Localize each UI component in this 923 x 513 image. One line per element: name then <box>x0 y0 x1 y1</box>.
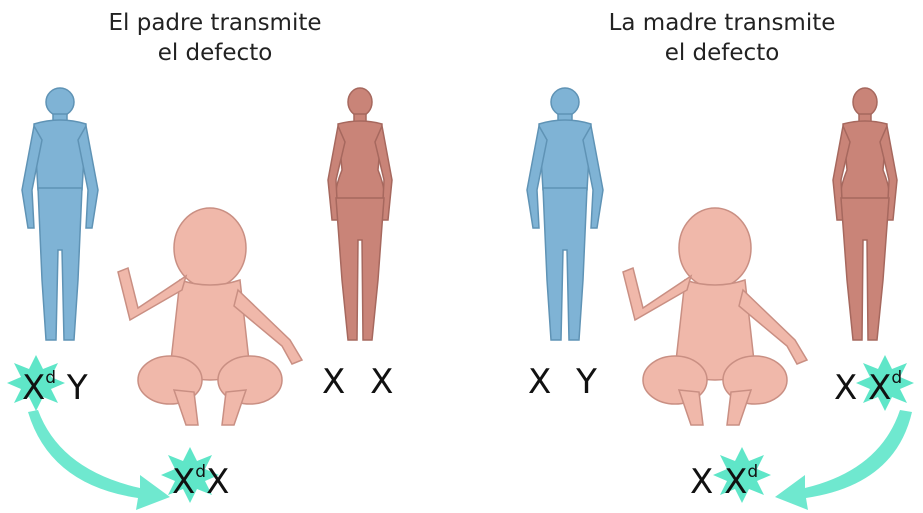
chromosome-y: Y <box>67 369 88 407</box>
chromosome-x: X <box>172 463 195 501</box>
father-chromosomes: Xd Y <box>22 363 88 407</box>
panel-mother-transmits: La madre transmite el defecto X Y X Xd X… <box>462 0 923 513</box>
chromosome-x: X <box>690 463 713 501</box>
defect-marker: d <box>45 368 56 388</box>
chromosome-x: X <box>322 363 345 401</box>
defect-marker: d <box>747 462 758 482</box>
chromosome-y: Y <box>576 363 597 401</box>
mother-chromosomes: X Xd <box>834 363 902 407</box>
chromosome-x: X <box>528 363 551 401</box>
defect-marker: d <box>195 462 206 482</box>
child-chromosomes: X Xd <box>690 457 758 501</box>
child-chromosomes: XdX <box>172 457 229 501</box>
panel-title-line2: el defecto <box>592 38 852 68</box>
panel-title-line1: El padre transmite <box>85 8 345 38</box>
chromosome-x: X <box>370 363 393 401</box>
panel-father-transmits: El padre transmite el defecto Xd Y X X X… <box>0 0 461 513</box>
chromosome-x: X <box>724 463 747 501</box>
father-chromosomes: X Y <box>528 363 597 401</box>
panel-title: El padre transmite el defecto <box>85 8 345 68</box>
chromosome-x: X <box>22 369 45 407</box>
chromosome-x: X <box>868 369 891 407</box>
chromosome-x: X <box>834 369 857 407</box>
panel-title-line2: el defecto <box>85 38 345 68</box>
panel-title-line1: La madre transmite <box>592 8 852 38</box>
mother-chromosomes: X X <box>322 363 393 401</box>
panel-title: La madre transmite el defecto <box>592 8 852 68</box>
defect-marker: d <box>891 368 902 388</box>
chromosome-x: X <box>206 463 229 501</box>
